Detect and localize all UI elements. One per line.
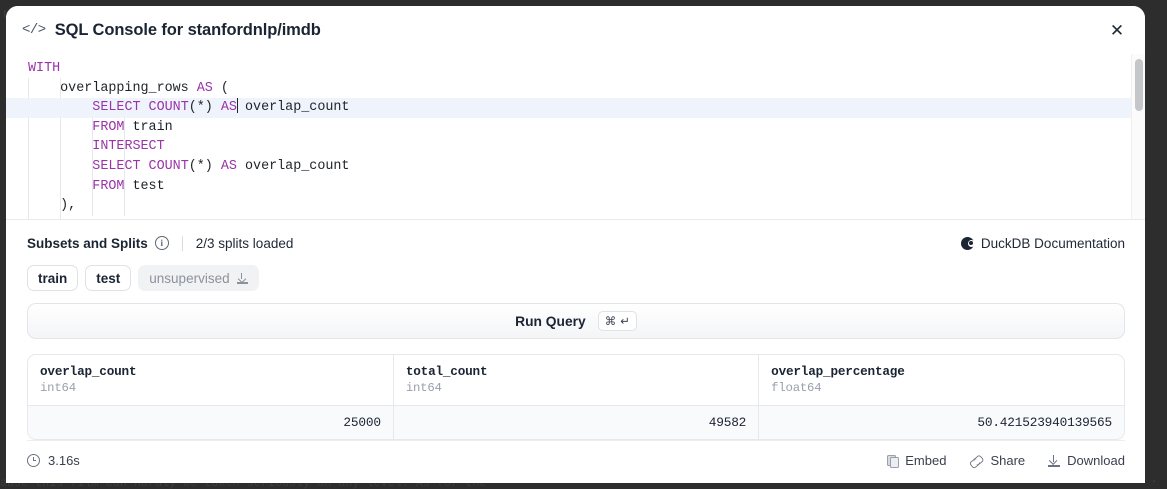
enter-key-glyph: ↵ bbox=[620, 316, 630, 328]
column-header[interactable]: overlap_count int64 bbox=[28, 355, 394, 406]
duckdb-logo-icon bbox=[960, 236, 975, 250]
sql-identifier: overlap_count bbox=[236, 158, 350, 174]
column-name: overlap_count bbox=[40, 364, 137, 379]
duckdb-link-label: DuckDB Documentation bbox=[980, 235, 1125, 251]
sql-console-modal: </> SQL Console for stanfordnlp/imdb ✕ W… bbox=[6, 6, 1145, 483]
column-header[interactable]: overlap_percentage float64 bbox=[758, 355, 1124, 406]
sql-identifier: ), bbox=[28, 198, 77, 214]
sql-identifier bbox=[28, 179, 92, 194]
sql-keyword: AS bbox=[196, 80, 213, 96]
column-name: overlap_percentage bbox=[771, 364, 905, 379]
subsets-and-splits-section: Subsets and Splits i 2/3 splits loaded D… bbox=[6, 220, 1145, 291]
sql-identifier: overlapping_rows bbox=[28, 80, 197, 96]
divider bbox=[181, 235, 183, 251]
copy-icon bbox=[887, 454, 900, 468]
split-chip-train[interactable]: train bbox=[27, 265, 79, 291]
command-key-glyph: ⌘ bbox=[604, 316, 617, 328]
column-type: int64 bbox=[40, 381, 76, 395]
share-button[interactable]: Share bbox=[969, 453, 1025, 468]
sql-keyword: AS bbox=[220, 158, 237, 174]
close-icon[interactable]: ✕ bbox=[1103, 16, 1131, 44]
duckdb-documentation-link[interactable]: DuckDB Documentation bbox=[960, 235, 1125, 251]
split-chip-label: unsupervised bbox=[149, 270, 230, 286]
editor-scrollbar-thumb[interactable] bbox=[1135, 59, 1143, 111]
share-label: Share bbox=[990, 453, 1026, 468]
embed-label: Embed bbox=[905, 453, 947, 468]
sql-identifier: (*) bbox=[188, 100, 221, 116]
sql-identifier: (*) bbox=[188, 158, 221, 174]
code-line: WITH bbox=[6, 59, 1145, 79]
sql-code-lines: WITH overlapping_rows AS ( SELECT COUNT(… bbox=[6, 54, 1145, 216]
download-icon[interactable] bbox=[236, 272, 248, 284]
run-query-shortcut-badge: ⌘ ↵ bbox=[597, 311, 637, 331]
download-button[interactable]: Download bbox=[1048, 453, 1125, 468]
code-line: overlapping_rows AS ( bbox=[6, 79, 1145, 99]
sql-keyword: FROM bbox=[92, 178, 125, 194]
table-cell: 25000 bbox=[28, 405, 394, 439]
split-chip-label: train bbox=[38, 270, 68, 286]
subsets-header-row: Subsets and Splits i 2/3 splits loaded D… bbox=[27, 232, 1125, 254]
clock-icon bbox=[27, 454, 40, 467]
split-chip-label: test bbox=[96, 270, 121, 286]
code-line: SELECT COUNT(*) AS overlap_count bbox=[6, 98, 1145, 118]
code-line: ), bbox=[6, 196, 1145, 216]
sql-keyword: INTERSECT bbox=[92, 139, 165, 155]
download-icon bbox=[1048, 454, 1061, 467]
query-duration-label: 3.16s bbox=[48, 453, 80, 468]
background-corner-marks: . . bbox=[1138, 475, 1157, 486]
sql-identifier: ( bbox=[212, 80, 229, 96]
background-right-strip bbox=[1145, 0, 1167, 489]
table-cell: 49582 bbox=[393, 405, 760, 439]
code-line: SELECT COUNT(*) AS overlap_count bbox=[6, 157, 1145, 177]
sql-keyword: SELECT COUNT bbox=[92, 158, 189, 174]
results-footer: 3.16s Embed Share Download bbox=[27, 440, 1125, 480]
sql-identifier bbox=[28, 159, 92, 174]
sql-identifier: test bbox=[124, 178, 165, 194]
embed-button[interactable]: Embed bbox=[887, 453, 946, 468]
split-chip-list: train test unsupervised bbox=[27, 265, 1125, 291]
sql-code-editor[interactable]: WITH overlapping_rows AS ( SELECT COUNT(… bbox=[6, 54, 1145, 220]
sql-keyword: WITH bbox=[28, 61, 61, 76]
background-text-fragment: t bbox=[2, 8, 9, 22]
code-line: FROM train bbox=[6, 118, 1145, 138]
run-query-label: Run Query bbox=[515, 313, 586, 329]
sql-identifier: train bbox=[124, 119, 173, 135]
download-label: Download bbox=[1067, 453, 1125, 468]
column-type: float64 bbox=[771, 381, 822, 395]
code-line: INTERSECT bbox=[6, 137, 1145, 157]
subsets-label: Subsets and Splits bbox=[27, 235, 148, 251]
text-cursor bbox=[236, 98, 238, 114]
sql-keyword: AS bbox=[220, 100, 237, 116]
sql-identifier bbox=[28, 139, 92, 154]
column-name: total_count bbox=[405, 364, 488, 379]
modal-header: </> SQL Console for stanfordnlp/imdb ✕ bbox=[6, 6, 1145, 54]
query-duration: 3.16s bbox=[27, 453, 80, 468]
table-cell: 50.421523940139565 bbox=[758, 405, 1124, 439]
sql-identifier bbox=[28, 120, 92, 135]
split-chip-unsupervised[interactable]: unsupervised bbox=[138, 265, 259, 291]
sql-keyword: SELECT COUNT bbox=[92, 100, 189, 116]
column-type: int64 bbox=[405, 381, 442, 395]
sql-keyword: FROM bbox=[92, 119, 125, 135]
code-tag-icon: </> bbox=[22, 22, 46, 38]
splits-loaded-status: 2/3 splits loaded bbox=[195, 235, 294, 251]
code-line: FROM test bbox=[6, 177, 1145, 197]
split-chip-test[interactable]: test bbox=[85, 265, 132, 291]
run-query-button[interactable]: Run Query ⌘ ↵ bbox=[27, 303, 1125, 339]
info-icon[interactable]: i bbox=[154, 236, 169, 250]
sql-identifier: overlap_count bbox=[236, 100, 350, 116]
page-title: SQL Console for stanfordnlp/imdb bbox=[54, 20, 321, 39]
column-header[interactable]: total_count int64 bbox=[393, 355, 760, 406]
editor-scrollbar[interactable] bbox=[1131, 54, 1145, 219]
sql-identifier bbox=[28, 100, 92, 115]
link-icon bbox=[967, 451, 985, 469]
